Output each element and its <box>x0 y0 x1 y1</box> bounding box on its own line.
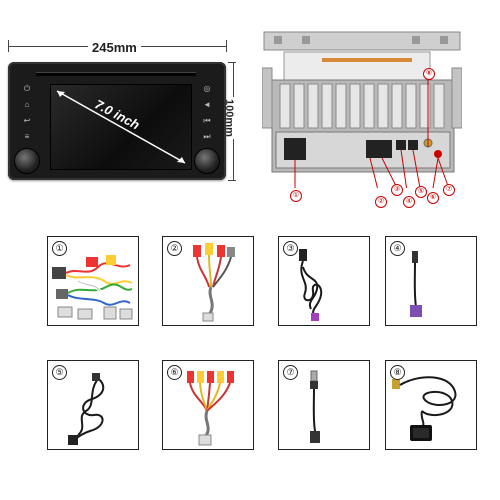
wire-harness-image <box>52 255 133 320</box>
height-tick-top <box>228 62 236 63</box>
gps-icon[interactable]: ◎ <box>203 84 211 93</box>
mute-icon[interactable]: ◄ <box>203 100 211 109</box>
accessory-number-8: ⑧ <box>390 365 405 380</box>
back-icon[interactable]: ↩ <box>23 116 31 125</box>
accessory-number-6: ⑥ <box>167 365 182 380</box>
antenna-adapter-image <box>410 251 422 317</box>
port-number-1: ① <box>290 190 302 202</box>
accessory-2-rca-cable: ② <box>162 236 254 326</box>
power-icon[interactable]: ⏻ <box>23 84 31 93</box>
accessory-number-2: ② <box>167 241 182 256</box>
accessory-number-1: ① <box>52 241 67 256</box>
accessory-8-gps-antenna: ⑧ <box>385 360 477 450</box>
accessory-7-radio-adapter: ⑦ <box>278 360 370 450</box>
accessory-number-7: ⑦ <box>283 365 298 380</box>
tune-knob[interactable] <box>194 148 220 174</box>
usb-extension-image <box>68 373 105 445</box>
menu-icon[interactable]: ≡ <box>24 132 30 141</box>
port-number-5: ⑤ <box>415 186 427 198</box>
height-tick-bottom <box>228 180 236 181</box>
port-number-6: ⑥ <box>427 192 439 204</box>
accessory-3-usb-cable: ③ <box>278 236 370 326</box>
home-icon[interactable]: ⌂ <box>24 100 30 109</box>
screen-diagonal <box>56 90 186 164</box>
accessory-number-5: ⑤ <box>52 365 67 380</box>
accessory-number-3: ③ <box>283 241 298 256</box>
port-number-2: ② <box>375 196 387 208</box>
head-unit-front: 7.0 inch ⏻ ⌂ ↩ ≡ ◎ ◄ ⏮ ⏭ <box>8 62 226 180</box>
display-screen: 7.0 inch <box>50 84 192 170</box>
port-number-7: ⑦ <box>443 184 455 196</box>
port-number-4: ④ <box>403 196 415 208</box>
previous-icon[interactable]: ⏮ <box>203 116 211 125</box>
usb-cable-image <box>299 249 323 321</box>
port-number-3: ③ <box>391 184 403 196</box>
accessory-6-rca-av-cable: ⑥ <box>162 360 254 450</box>
accessory-number-4: ④ <box>390 241 405 256</box>
width-label: 245mm <box>88 40 141 55</box>
rca-cable-image <box>193 243 235 322</box>
rca-av-cable-image <box>187 371 234 446</box>
disc-slot <box>36 72 196 76</box>
accessory-1-wire-harness: ① <box>47 236 139 326</box>
back-panel: ① ② ③ ④ ⑤ ⑥ ⑦ ⑧ <box>261 28 463 208</box>
chassis-illustration <box>261 31 463 199</box>
gps-antenna-image <box>392 376 457 441</box>
port-number-8: ⑧ <box>423 68 435 80</box>
radio-adapter-image <box>310 370 320 443</box>
next-icon[interactable]: ⏭ <box>203 132 211 141</box>
volume-knob[interactable] <box>14 148 40 174</box>
accessory-4-antenna-adapter: ④ <box>385 236 477 326</box>
accessory-5-usb-extension: ⑤ <box>47 360 139 450</box>
width-tick-right <box>226 40 227 52</box>
